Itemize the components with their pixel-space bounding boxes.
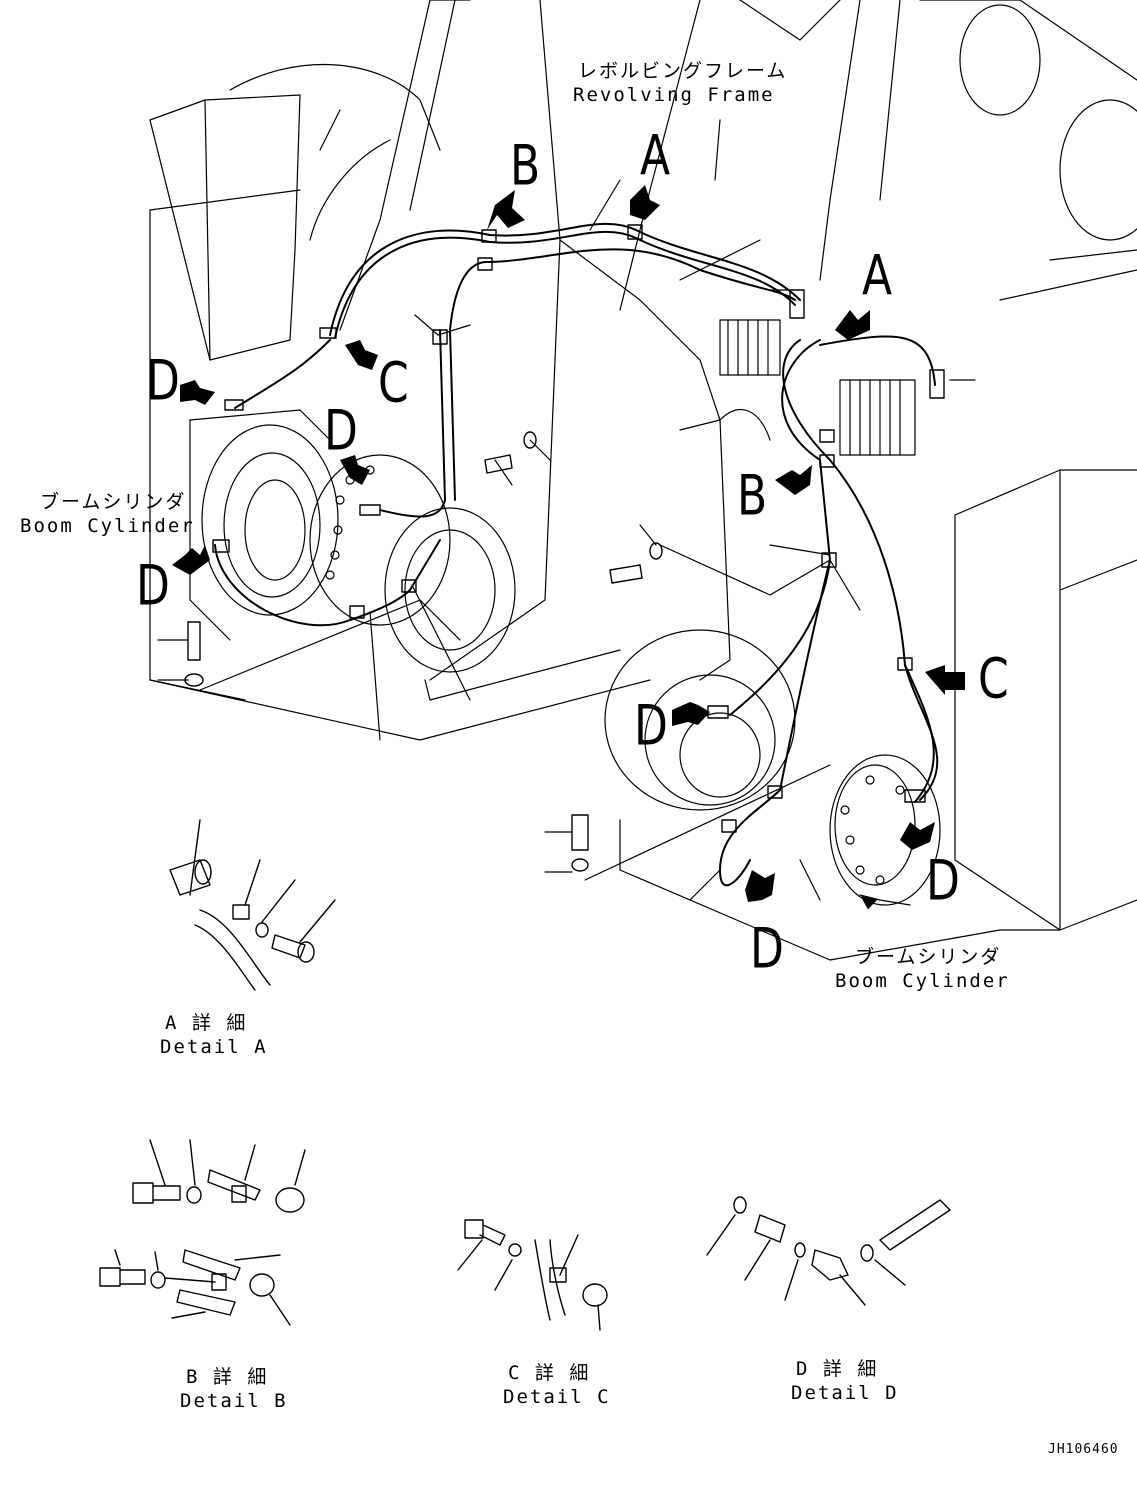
- arrow-a-top: [630, 185, 660, 220]
- callout-d-right: D: [926, 849, 960, 914]
- arrow-c-right: [925, 665, 965, 695]
- valve-terminal-strips: [719, 319, 916, 456]
- detail-d-caption-jp: D 詳 細: [796, 1358, 879, 1380]
- detail-d-caption-en: Detail D: [791, 1382, 899, 1404]
- callout-b-top: B: [510, 134, 541, 199]
- arrow-d-right-mid: [672, 702, 710, 726]
- frame-structure: [149, 0, 1137, 961]
- flange-bolts: [325, 465, 905, 885]
- hose-fittings: [212, 289, 945, 803]
- callout-a-right: A: [862, 244, 893, 309]
- arrow-a-right: [835, 310, 870, 340]
- detail-d-drawing: [706, 1196, 951, 1306]
- callout-d-center: D: [324, 399, 358, 464]
- drawing-code: JH106460: [1048, 1442, 1119, 1457]
- hose-clamps: [349, 224, 913, 833]
- callout-c-left: C: [378, 351, 409, 416]
- callout-d-right-mid: D: [634, 694, 668, 759]
- arrow-d-center: [340, 455, 370, 485]
- arrow-b-top: [487, 190, 525, 230]
- boom-cylinder-right-label-jp: ブームシリンダ: [855, 946, 1002, 968]
- detail-c-caption-en: Detail C: [503, 1386, 611, 1408]
- callout-a-top: A: [640, 124, 671, 189]
- arrow-d-left: [172, 545, 210, 575]
- boom-cylinder-left-label-en: Boom Cylinder: [20, 515, 195, 537]
- arrow-d-right: [900, 822, 935, 850]
- detail-c-drawing: [457, 1219, 608, 1331]
- detail-b-caption-en: Detail B: [180, 1390, 288, 1412]
- arrow-c-top: [345, 340, 378, 370]
- detail-a-caption-en: Detail A: [160, 1036, 268, 1058]
- boom-cylinder-pointer: [861, 896, 877, 909]
- detail-b-caption-jp: B 詳 細: [186, 1366, 269, 1388]
- callout-d-left: D: [136, 554, 170, 619]
- boom-cylinder-left-label-jp: ブームシリンダ: [40, 491, 187, 513]
- callout-arrows: [172, 185, 965, 902]
- detail-c-caption-jp: C 詳 細: [508, 1362, 591, 1384]
- loose-hardware: [184, 431, 663, 872]
- detail-a-caption-jp: A 詳 細: [165, 1012, 248, 1034]
- callout-b-right: B: [737, 464, 768, 529]
- boom-cylinder-right-label-en: Boom Cylinder: [835, 970, 1010, 992]
- callout-c-right: C: [978, 647, 1009, 712]
- callout-d-left-top: D: [146, 349, 180, 414]
- arrow-d-bottom: [745, 870, 775, 902]
- revolving-frame-label-jp: レボルビングフレーム: [578, 60, 788, 82]
- callout-d-bottom: D: [750, 917, 784, 982]
- detail-b-drawing: [99, 1139, 306, 1326]
- arrow-d-left-top: [180, 380, 215, 405]
- detail-a-drawing: [169, 819, 336, 991]
- leader-lines: [157, 119, 976, 906]
- arrow-b-right: [775, 465, 812, 495]
- revolving-frame-label-en: Revolving Frame: [573, 84, 775, 106]
